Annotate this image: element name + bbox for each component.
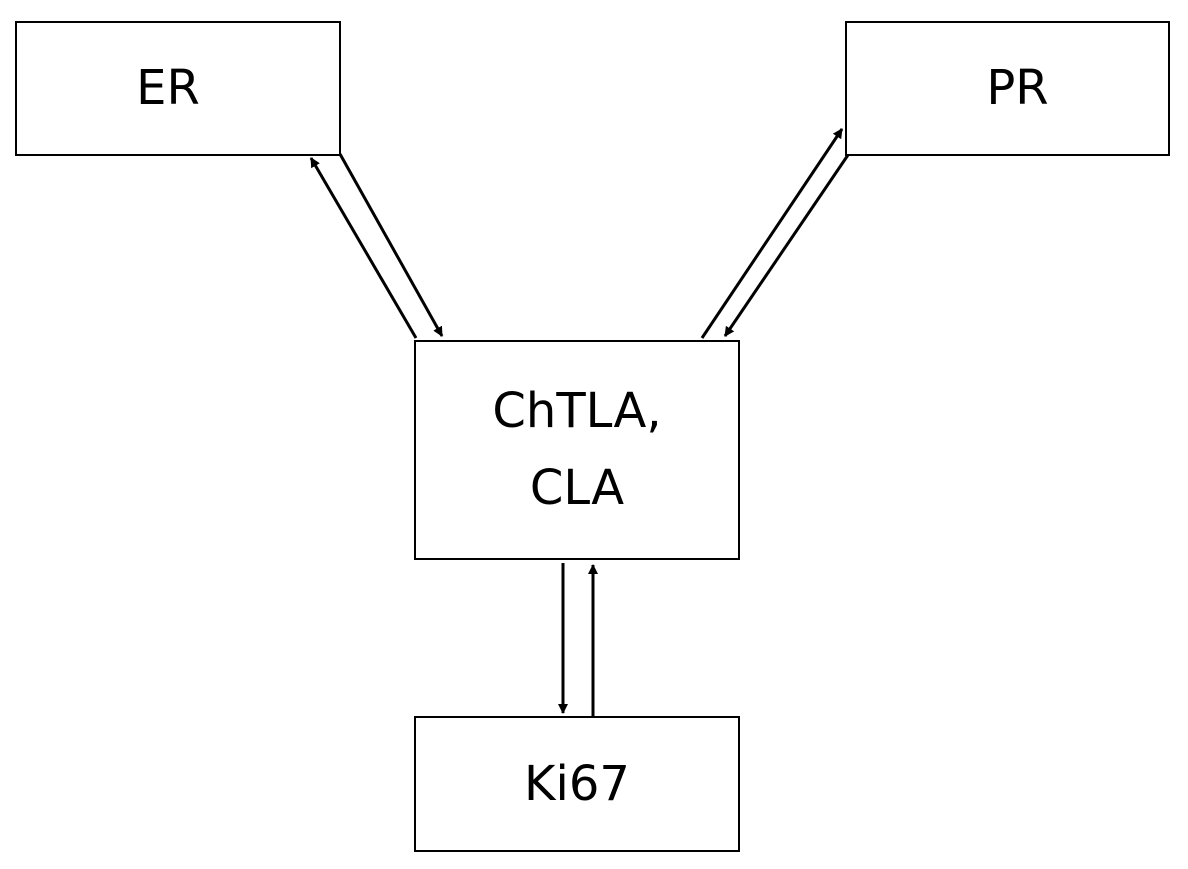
arrow-center-to-er [309, 157, 418, 339]
node-er-label: ER [136, 60, 200, 117]
node-pr-label: PR [986, 60, 1049, 117]
arrow-er-to-center [338, 153, 444, 337]
node-chtla-cla: ChTLA, CLA [414, 340, 740, 560]
node-center-label-line1: ChTLA, [492, 383, 662, 440]
arrow-center-to-pr [700, 128, 844, 339]
arrow-pr-to-center [723, 154, 850, 337]
node-er: ER [15, 21, 341, 156]
node-pr: PR [845, 21, 1170, 156]
node-ki67: Ki67 [414, 716, 740, 852]
node-center-label-line2: CLA [529, 460, 625, 516]
node-ki67-label: Ki67 [524, 755, 630, 812]
